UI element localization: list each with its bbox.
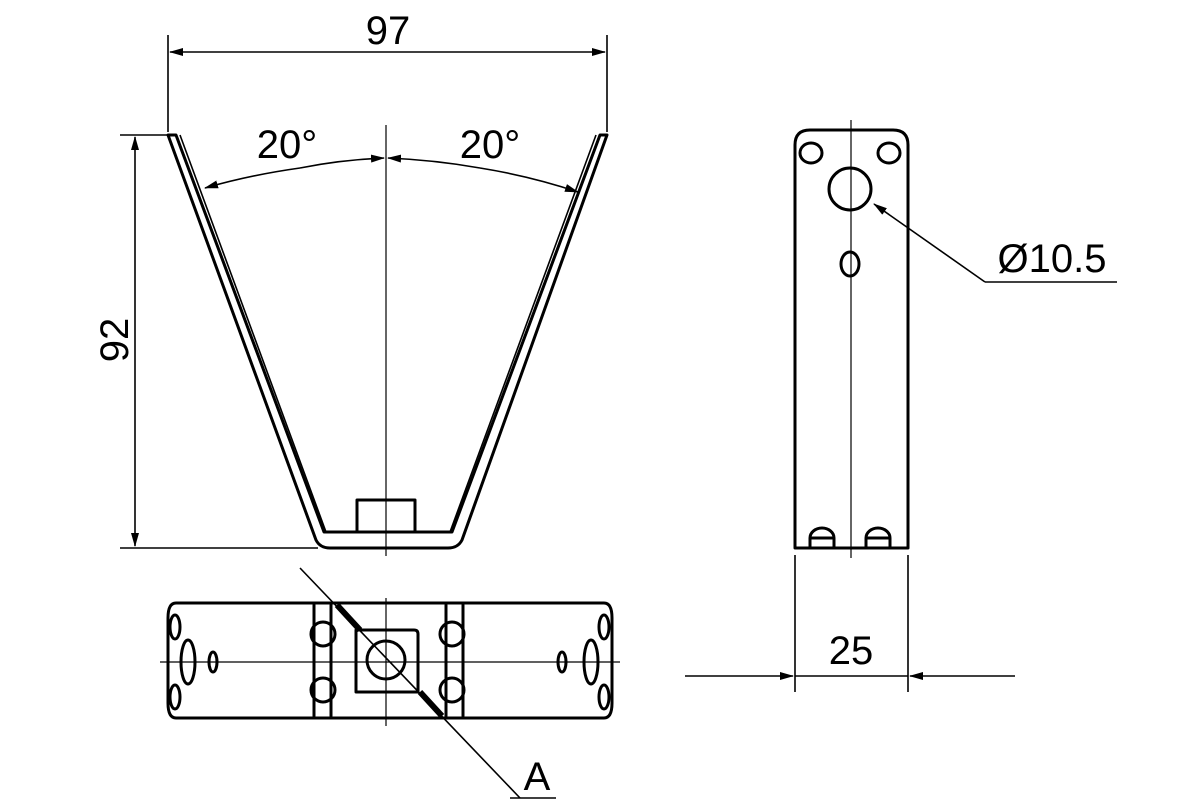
main-hole [827, 166, 873, 212]
rib-hole [309, 620, 337, 648]
side-width-label: 25 [829, 629, 874, 673]
right-angle-label: 20° [460, 123, 521, 167]
left-angle-label: 20° [257, 123, 318, 167]
end-hole [582, 638, 600, 686]
mount-hole [876, 141, 902, 165]
bottom-slot [864, 526, 892, 550]
side-view: Ø10.5 25 [685, 120, 1117, 692]
bottom-slot [808, 526, 836, 550]
end-slot [597, 683, 611, 711]
rib-hole [438, 676, 466, 704]
small-hole [207, 650, 219, 674]
end-slot [168, 683, 182, 711]
bottom-view: A [160, 567, 620, 799]
rib-hole [438, 620, 466, 648]
nut-square [354, 628, 420, 694]
end-hole [179, 638, 197, 686]
section-marker [334, 602, 363, 633]
nut-hole [365, 639, 407, 681]
height-dimension-label: 92 [93, 318, 137, 363]
diameter-leader [873, 203, 986, 283]
bracket-outer-outline [166, 133, 609, 550]
angle-arc-left [299, 154, 385, 169]
section-marker [417, 689, 445, 719]
angle-arc-right [387, 154, 481, 169]
mount-hole [798, 141, 824, 165]
bottom-outline [166, 601, 614, 720]
angle-arc-right [479, 167, 579, 193]
detail-label: A [524, 755, 551, 799]
rib-hole [309, 676, 337, 704]
bracket-inner-line-left [179, 134, 327, 533]
width-dimension-label: 97 [366, 9, 411, 53]
angle-arc-left [204, 167, 301, 189]
small-hole [556, 650, 568, 674]
end-slot [597, 613, 611, 641]
front-view: 97 92 20° 20° [93, 9, 609, 556]
diameter-label: Ø10.5 [998, 237, 1107, 281]
end-slot [168, 613, 182, 641]
small-hole [839, 250, 861, 278]
bracket-inner-line-right [449, 134, 597, 533]
side-plate-outline [793, 128, 910, 550]
